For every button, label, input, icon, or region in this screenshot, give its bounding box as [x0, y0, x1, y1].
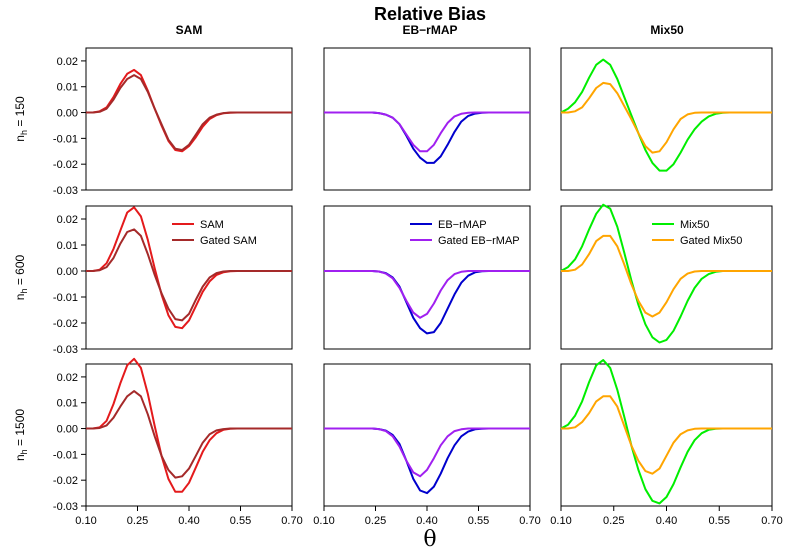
- y-tick-label: 0.00: [57, 424, 78, 436]
- row-label: nh = 150: [13, 96, 29, 142]
- plot-frame: [85, 363, 293, 507]
- plot-frame: [85, 205, 293, 350]
- plot-frame: [323, 363, 531, 507]
- column-title-sam: SAM: [176, 23, 203, 37]
- x-tick-label: 0.10: [313, 515, 334, 527]
- plot-frame: [560, 363, 773, 507]
- y-tick-label: -0.02: [53, 318, 78, 330]
- plot-frame: [85, 47, 293, 191]
- series-line-gated-eb-rmap: [324, 111, 530, 153]
- series-line-gated-eb-rmap: [324, 427, 530, 478]
- legend-label: Gated EB−rMAP: [438, 235, 520, 247]
- x-tick-label: 0.55: [468, 515, 489, 527]
- plot-frame: [323, 47, 531, 191]
- panel-r2-c1: 0.02 0.01 0.00 -0.01 -0.02 -0.03 nh = 600 SAM Ga…: [13, 205, 293, 356]
- y-tick-label: 0.00: [57, 266, 78, 278]
- y-tick-label: -0.01: [53, 449, 78, 461]
- x-tick-label: 0.70: [519, 515, 540, 527]
- panel-r1-c3: [560, 47, 773, 191]
- y-tick-label: 0.00: [57, 108, 78, 120]
- series-line-gated-sam: [86, 74, 292, 151]
- panel-r1-c1: 0.02 0.01 0.00 -0.01 -0.02 -0.03 nh = 150: [13, 47, 293, 197]
- legend-label: SAM: [200, 219, 224, 231]
- x-tick-label: 0.40: [178, 515, 199, 527]
- y-tick-label: -0.01: [53, 292, 78, 304]
- y-tick-label: 0.02: [57, 372, 78, 384]
- x-tick-label: 0.55: [230, 515, 251, 527]
- y-tick-label: -0.02: [53, 159, 78, 171]
- column-title-mix50: Mix50: [650, 23, 684, 37]
- panel-r1-c2: [323, 47, 531, 191]
- y-tick-label: -0.02: [53, 475, 78, 487]
- row-label: nh = 600: [13, 254, 29, 300]
- panel-r3-c1: 0.02 0.01 0.00 -0.01 -0.02 -0.03 nh = 1500 0.10…: [13, 357, 303, 527]
- y-tick-label: 0.01: [57, 398, 78, 410]
- x-tick-label: 0.10: [550, 515, 571, 527]
- legend-label: EB−rMAP: [438, 219, 487, 231]
- series-line-gated-mix50: [561, 234, 772, 318]
- x-tick-label: 0.55: [709, 515, 730, 527]
- x-tick-label: 0.10: [75, 515, 96, 527]
- plot-frame: [560, 47, 773, 191]
- panel-r3-c3: 0.10 0.25 0.40 0.55 0.70: [550, 359, 783, 527]
- x-tick-label: 0.40: [416, 515, 437, 527]
- series-line-gated-sam: [86, 390, 292, 479]
- y-tick-label: -0.03: [53, 185, 78, 197]
- plot-frame: [323, 205, 531, 350]
- legend-label: Mix50: [680, 219, 709, 231]
- y-tick-label: -0.03: [53, 344, 78, 356]
- series-line-gated-sam: [86, 228, 292, 322]
- series-line-gated-mix50: [561, 395, 772, 475]
- legend-label: Gated SAM: [200, 235, 257, 247]
- panel-r2-c2: EB−rMAP Gated EB−rMAP: [323, 205, 531, 350]
- chart-title: Relative Bias: [374, 4, 486, 24]
- x-tick-label: 0.70: [281, 515, 302, 527]
- row-label: nh = 1500: [13, 409, 29, 461]
- x-tick-label: 0.40: [656, 515, 677, 527]
- x-tick-label: 0.25: [365, 515, 386, 527]
- series-line-gated-eb-rmap: [324, 270, 530, 319]
- y-tick-label: 0.02: [57, 56, 78, 68]
- series-line-gated-mix50: [561, 81, 772, 154]
- y-tick-label: -0.01: [53, 133, 78, 145]
- y-tick-label: 0.01: [57, 82, 78, 94]
- panel-r3-c2: 0.10 0.25 0.40 0.55 0.70: [313, 363, 541, 527]
- x-tick-label: 0.25: [127, 515, 148, 527]
- x-tick-label: 0.25: [603, 515, 624, 527]
- y-tick-label: 0.01: [57, 240, 78, 252]
- y-tick-label: 0.02: [57, 214, 78, 226]
- x-axis-label: θ: [423, 527, 436, 552]
- x-tick-label: 0.70: [761, 515, 782, 527]
- legend-label: Gated Mix50: [680, 235, 742, 247]
- y-tick-label: -0.03: [53, 501, 78, 513]
- column-title-eb-rmap: EB−rMAP: [402, 23, 457, 37]
- plot-frame: [560, 205, 773, 350]
